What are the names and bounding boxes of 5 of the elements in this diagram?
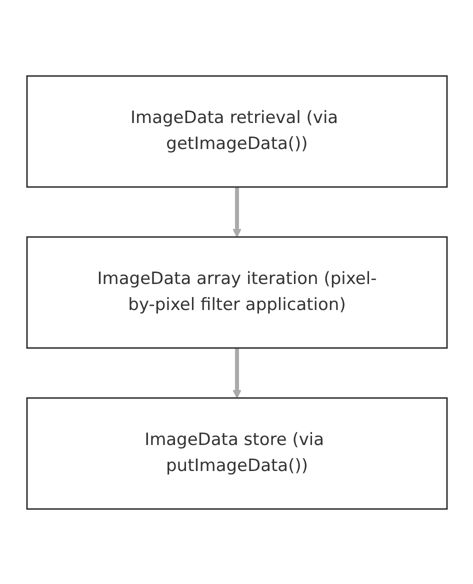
arrow <box>232 348 241 398</box>
node-box: ImageData retrieval (via getImageData()) <box>26 74 448 188</box>
node-box: ImageData array iteration (pixel-by-pixel filter application) <box>26 236 448 348</box>
node-box: ImageData store (via putImageData()) <box>26 396 448 510</box>
arrow <box>232 186 241 237</box>
